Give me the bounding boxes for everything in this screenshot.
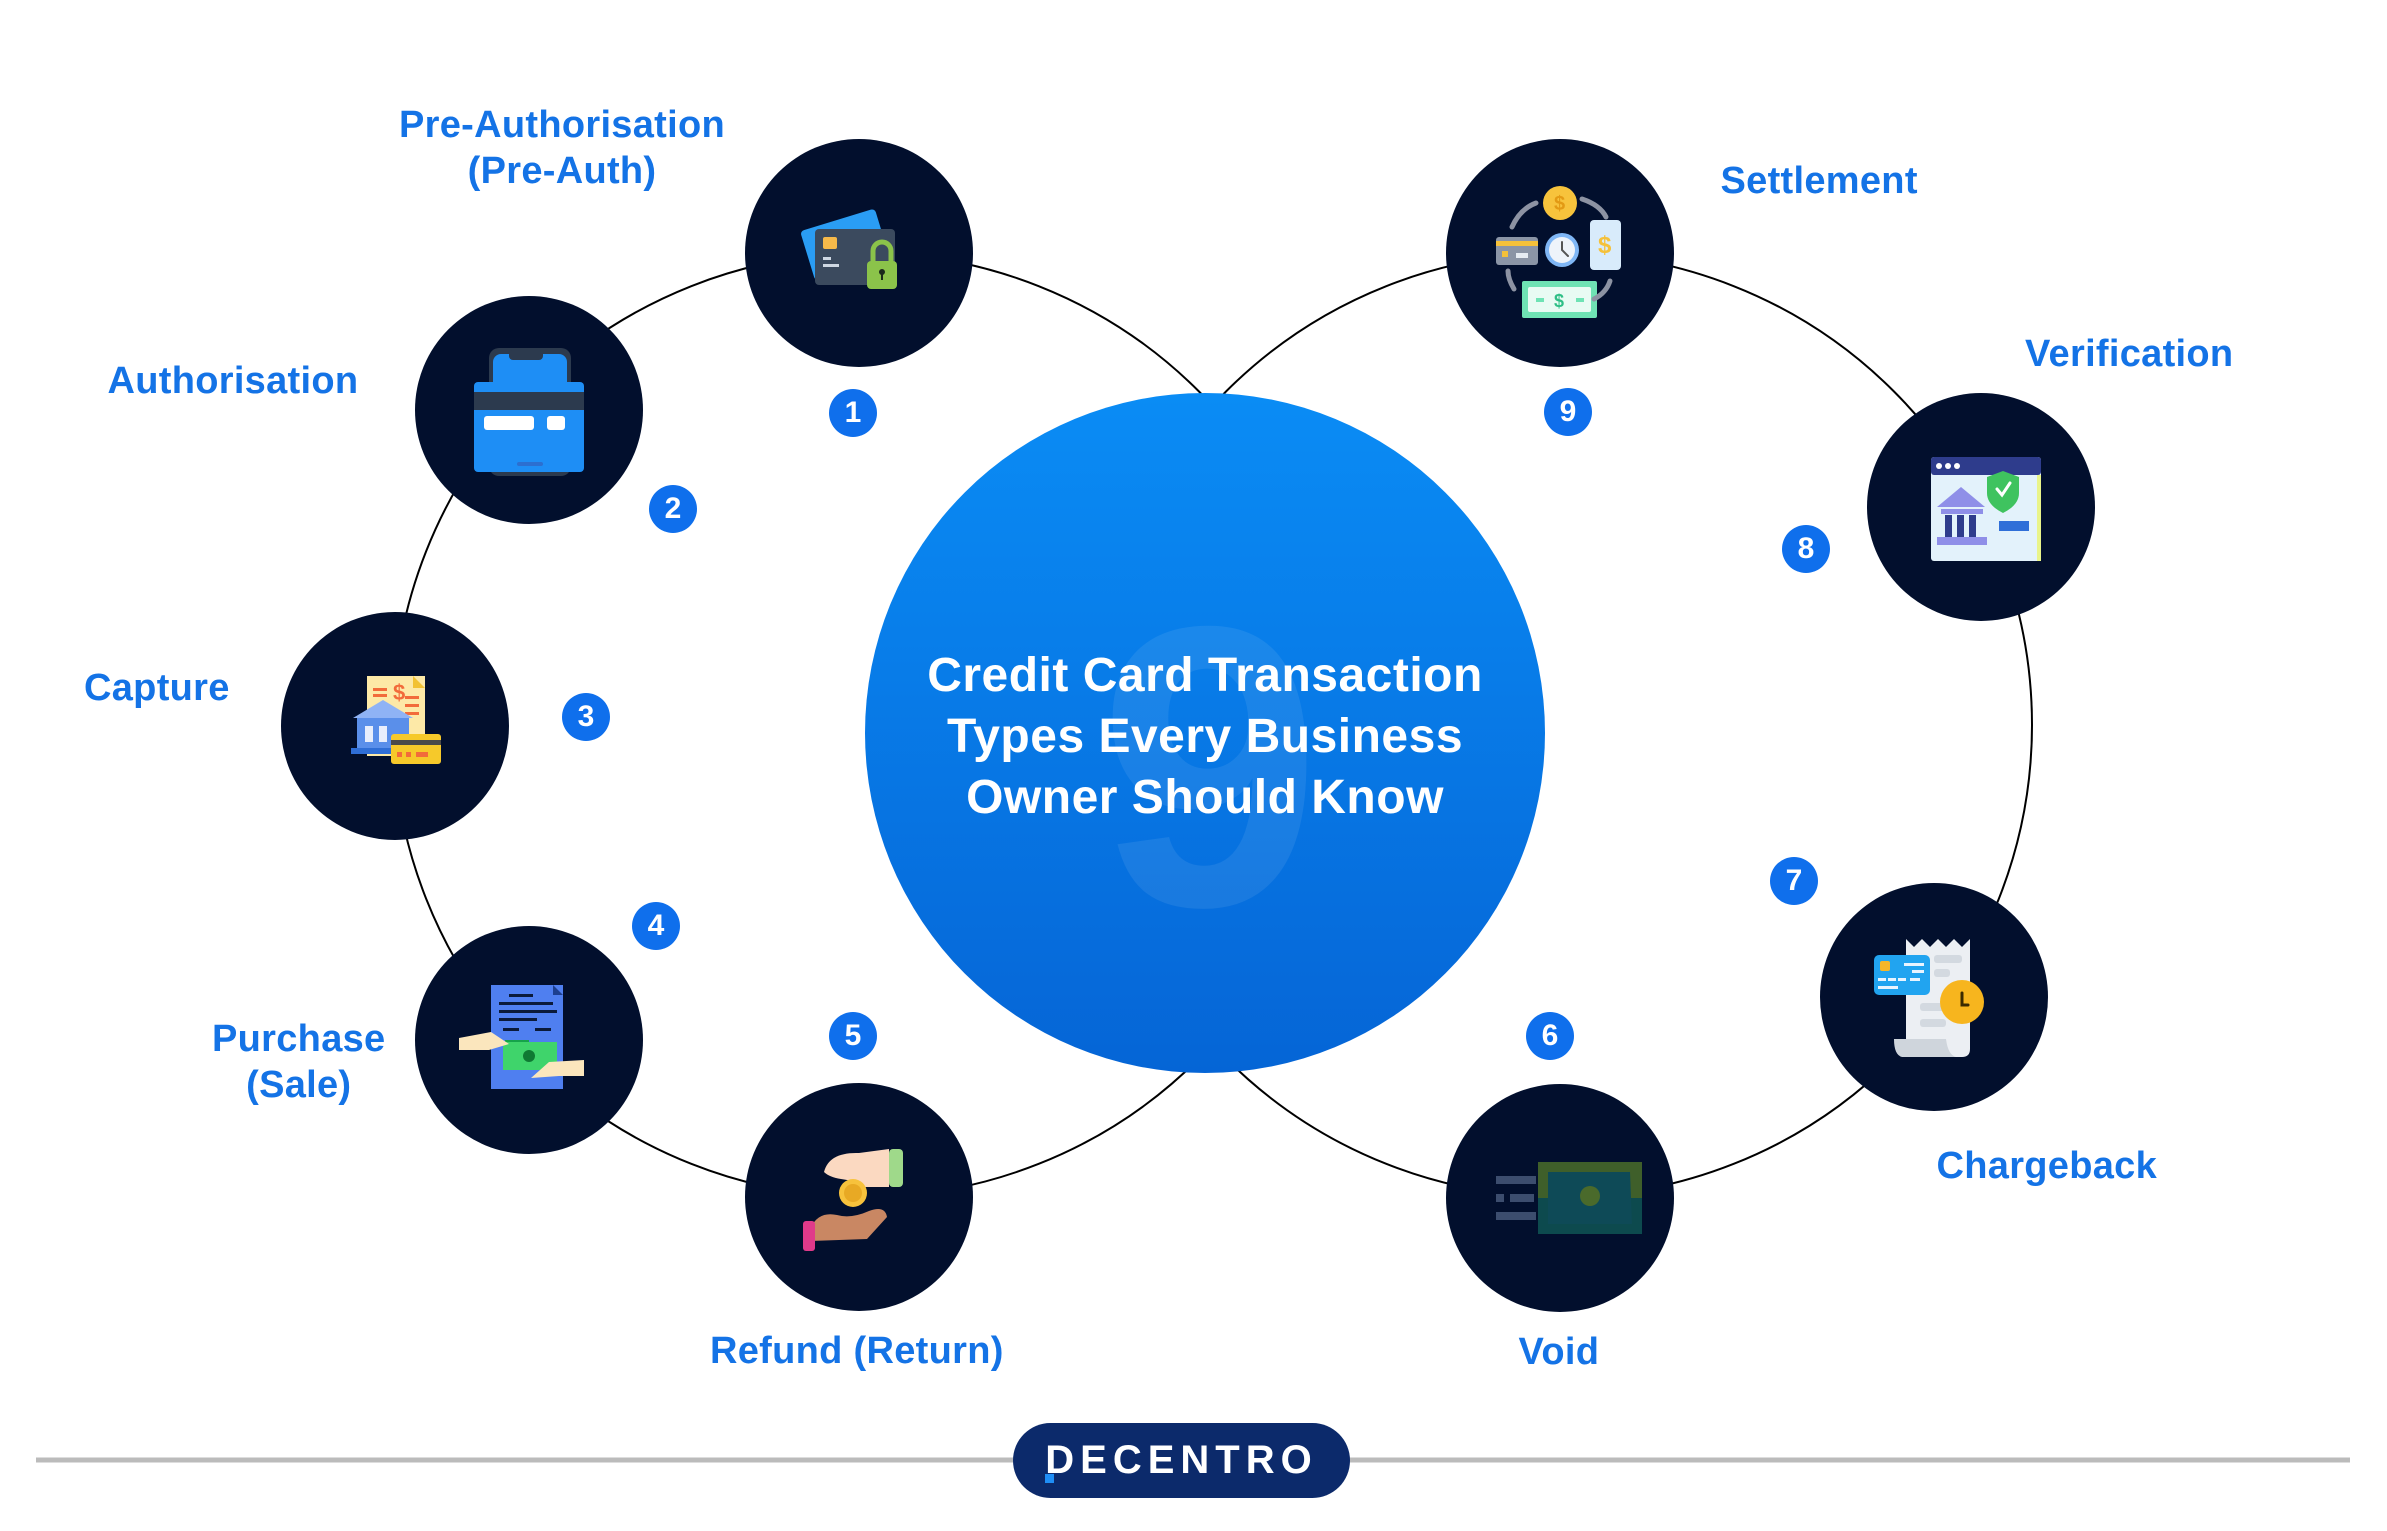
step-node-5[interactable]: [745, 1083, 973, 1311]
step-label-line: (Pre-Auth): [467, 150, 657, 192]
card-lock-icon: [801, 209, 897, 289]
step-number-badge: 3: [562, 693, 610, 741]
step-label-line: Verification: [2025, 333, 2234, 375]
step-label: Chargeback: [1937, 1143, 2158, 1189]
step-label: Pre-Authorisation(Pre-Auth): [399, 102, 725, 194]
title-line: Credit Card Transaction: [927, 649, 1483, 702]
watermark-number: 9: [1099, 543, 1321, 990]
step-node-6[interactable]: [1446, 1084, 1674, 1312]
step-label-line: Capture: [84, 667, 230, 709]
step-label-line: (Sale): [246, 1064, 352, 1106]
bank-invoice-card-icon: $: [351, 676, 441, 764]
step-number-badge: 5: [829, 1012, 877, 1060]
step-label: Void: [1519, 1329, 1600, 1375]
decentro-logo[interactable]: DECENTRO: [1013, 1423, 1350, 1498]
title-line: Types Every Business: [946, 710, 1464, 763]
svg-text:$: $: [1554, 291, 1564, 311]
receipt-card-clock-icon: [1874, 939, 1984, 1057]
step-number-badge: 1: [829, 389, 877, 437]
coin-hand-icon: [803, 1149, 903, 1251]
step-node-1[interactable]: [745, 139, 973, 367]
step-label-line: Refund (Return): [710, 1330, 1004, 1372]
step-label-line: Pre-Authorisation: [399, 104, 726, 146]
step-label-line: Void: [1518, 1331, 1600, 1373]
step-node-2[interactable]: [415, 296, 643, 524]
step-label: Capture: [84, 665, 230, 711]
step-label-line: Chargeback: [1936, 1145, 2158, 1187]
bank-browser-shield-icon: [1931, 457, 2041, 561]
step-node-3[interactable]: $: [281, 612, 509, 840]
phone-card-icon: [474, 348, 584, 476]
money-cycle-icon: $ $ $: [1496, 186, 1621, 318]
faded-banknote-icon: [1496, 1162, 1642, 1234]
center-circle: [865, 393, 1545, 1073]
svg-text:$: $: [393, 680, 405, 705]
brand-name: DECENTRO: [1045, 1438, 1318, 1482]
svg-text:$: $: [1598, 232, 1612, 259]
step-label: Settlement: [1721, 158, 1918, 204]
step-number-badge: 2: [649, 485, 697, 533]
svg-text:$: $: [1554, 193, 1565, 215]
step-number-badge: 8: [1782, 525, 1830, 573]
step-node-9[interactable]: $ $ $: [1446, 139, 1674, 367]
title-line: Owner Should Know: [966, 771, 1444, 824]
step-label: Refund (Return): [710, 1328, 1004, 1374]
step-label-line: Settlement: [1720, 160, 1918, 202]
step-label-line: Authorisation: [107, 360, 359, 402]
step-number-badge: 7: [1770, 857, 1818, 905]
step-number-badge: 4: [632, 902, 680, 950]
step-number-badge: 9: [1544, 388, 1592, 436]
step-label: Authorisation: [108, 358, 359, 404]
step-node-8[interactable]: [1867, 393, 2095, 621]
step-label: Verification: [2025, 331, 2233, 377]
document-cash-handover-icon: [459, 985, 584, 1089]
center-title: Credit Card Transaction Types Every Busi…: [865, 645, 1545, 828]
step-label-line: Purchase: [212, 1018, 386, 1060]
step-number-badge: 6: [1526, 1012, 1574, 1060]
step-node-7[interactable]: [1820, 883, 2048, 1111]
step-label: Purchase(Sale): [212, 1016, 386, 1108]
logo-dot-mark: [1045, 1474, 1055, 1483]
step-node-4[interactable]: [415, 926, 643, 1154]
